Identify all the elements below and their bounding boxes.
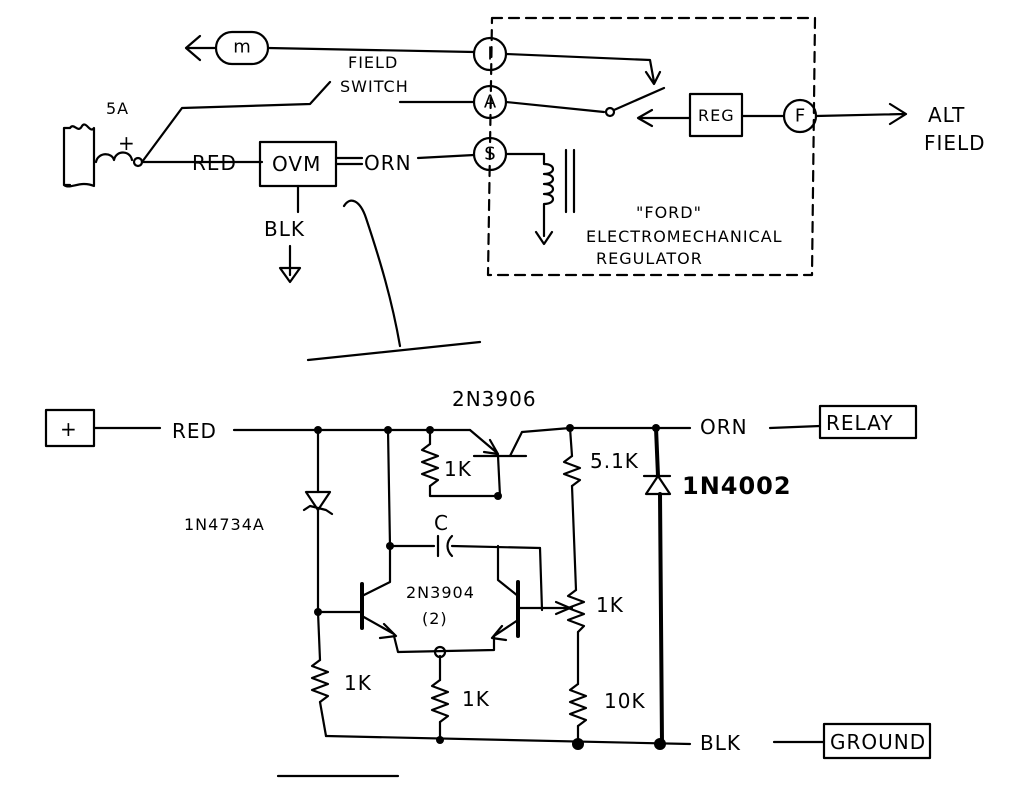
- alt-field-arrow: [814, 102, 908, 126]
- ovm-label: OVM: [272, 152, 321, 176]
- r-emitter: [430, 678, 450, 724]
- pointer-base: [306, 340, 482, 362]
- q-pnp-label: 2N3906: [452, 387, 537, 411]
- terminal-f-label: F: [795, 106, 805, 127]
- fuse-symbol: [94, 151, 134, 164]
- diode-1n4002: [642, 474, 672, 496]
- alt-field-label-2: FIELD: [924, 131, 986, 155]
- r-left-top-lead: [316, 610, 322, 662]
- pnp-transistor: [468, 426, 572, 458]
- q-npn-label-2: (2): [422, 609, 448, 628]
- switch-blade: [612, 86, 666, 112]
- field-switch-label-2: SWITCH: [340, 77, 409, 96]
- junction-dot: [314, 608, 322, 616]
- meter-arrow: [184, 34, 218, 62]
- orn-wire-c: [416, 153, 476, 160]
- r-pullup-bottom-lead: [570, 484, 578, 592]
- pointer-line: [342, 199, 402, 348]
- reg-to-switch: [636, 108, 692, 128]
- ground-rail: [324, 734, 692, 746]
- r-bottom-right: [568, 682, 588, 728]
- diode-top-lead: [654, 426, 660, 478]
- regulator-label-3: REGULATOR: [596, 249, 703, 268]
- ground-label: GROUND: [830, 730, 926, 754]
- r-emitter-label: 1K: [462, 687, 490, 711]
- r-pnp-bottom-lead: [428, 454, 502, 498]
- field-switch-lever: [140, 80, 332, 164]
- blk-label: BLK: [264, 217, 305, 241]
- zener-diode: [302, 490, 334, 516]
- junction-dot: [566, 424, 574, 432]
- fuse-label: 5A: [106, 99, 129, 118]
- junction-dot: [384, 426, 392, 434]
- junction-dot: [436, 736, 444, 744]
- coil-icon: [504, 152, 555, 246]
- cap-label: C: [434, 511, 449, 535]
- blk-label: BLK: [700, 731, 741, 755]
- orn-lead-right: [768, 424, 822, 430]
- junction-dot: [652, 424, 660, 432]
- r-pullup: [562, 454, 582, 488]
- q2-npn: [490, 544, 574, 642]
- fuse-terminal: [132, 156, 144, 168]
- relay-label: RELAY: [826, 411, 893, 435]
- q-npn-label-1: 2N3904: [406, 583, 475, 602]
- orn-wire-label: ORN: [364, 151, 412, 175]
- reg-label: REG: [698, 106, 735, 125]
- ovm-schematic: + RED 2N3906 ORN RELAY 1N4734A 1K 1K C: [44, 387, 932, 778]
- meter-label: m: [233, 37, 251, 58]
- r-pnp-base: [420, 442, 440, 488]
- junction-dot: [314, 426, 322, 434]
- orn-label: ORN: [700, 415, 748, 439]
- battery-plus-label: +: [60, 417, 78, 441]
- q1-npn: [360, 544, 398, 640]
- switch-contact: [604, 106, 616, 118]
- r-pot: [566, 588, 586, 634]
- junction-dots: [314, 424, 666, 750]
- r-bottom-right-label: 10K: [604, 689, 646, 713]
- cap-right-drop: [538, 546, 544, 612]
- junction-dot: [386, 542, 394, 550]
- regulator-label-1: "FORD": [636, 203, 702, 222]
- meter-wire: [266, 46, 476, 54]
- ground-icon: [278, 266, 302, 284]
- regulator-enclosure: [486, 16, 817, 277]
- r-pullup-top-lead: [568, 426, 574, 458]
- terminal-a-label: A: [484, 92, 497, 113]
- field-switch-label-1: FIELD: [348, 53, 398, 72]
- r-pnp-base-label: 1K: [444, 457, 472, 481]
- plus-sign: +: [118, 131, 136, 155]
- r-left: [310, 658, 330, 704]
- diode-label: 1N4002: [682, 472, 792, 500]
- junction-dot: [572, 738, 584, 750]
- q1-collector-rail: [386, 428, 392, 548]
- r-left-bottom-lead: [318, 700, 328, 738]
- diode-bottom-lead: [658, 492, 664, 746]
- junction-dot: [426, 426, 434, 434]
- top-wiring-diagram: 5A + FIELD SWITCH RED OVM BLK ORN m I A: [62, 16, 986, 362]
- regulator-label-2: ELECTROMECHANICAL: [586, 227, 783, 246]
- r-pullup-label: 5.1K: [590, 449, 639, 473]
- terminal-i-label: I: [487, 44, 492, 65]
- zener-label: 1N4734A: [184, 515, 265, 534]
- i-wire: [504, 52, 662, 86]
- relay-box: [818, 404, 918, 440]
- battery-icon: [62, 123, 96, 188]
- ground-box: [822, 722, 932, 760]
- r-pot-label: 1K: [596, 593, 624, 617]
- junction-dot: [494, 492, 502, 500]
- red-label: RED: [172, 419, 217, 443]
- terminal-s-label: S: [484, 144, 495, 165]
- red-wire-label: RED: [192, 151, 237, 175]
- junction-dot: [654, 738, 666, 750]
- r-left-label: 1K: [344, 671, 372, 695]
- alt-field-label-1: ALT: [928, 103, 965, 127]
- cap-plate-2: [446, 534, 454, 558]
- a-wire-right: [504, 100, 606, 114]
- cap-right-lead: [450, 544, 542, 550]
